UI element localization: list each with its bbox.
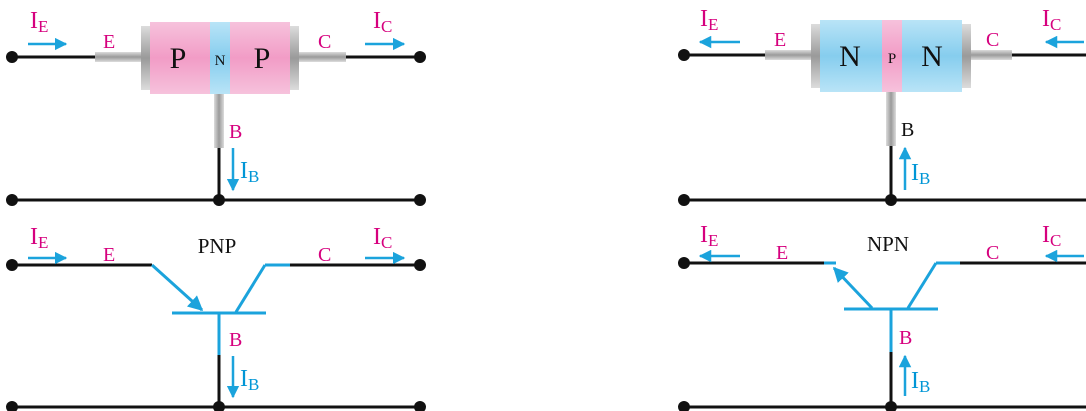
current-label-ic: IC [373,8,392,36]
n-region-mid [210,22,230,94]
region-label-p-left: P [170,42,187,75]
terminal-dot [414,401,426,411]
current-label-ib: IB [240,366,259,394]
collector-label: C [986,29,999,51]
region-label-n-left: N [839,40,861,73]
emitter-leg [150,263,204,312]
collector-label: C [318,244,331,266]
region-label-n-right: N [921,40,943,73]
collector-label: C [318,31,331,53]
collector-label: C [986,242,999,264]
base-label: B [229,121,242,143]
end-cap-right [962,24,971,88]
emitter-label: E [103,31,115,53]
current-label-ib: IB [911,368,930,396]
current-label-ic: IC [373,224,392,252]
npn-symbol-circuit: NPN IE E C IC B IB [678,222,1086,411]
emitter-label: E [774,29,786,51]
end-cap-left [141,26,150,90]
current-label-ib: IB [240,158,259,186]
terminal-dot [678,401,690,411]
n-region-right [902,20,962,92]
junction-dot [885,194,897,206]
region-label-p-mid: P [888,51,896,67]
base-label: B [229,329,242,351]
emitter-leg [832,266,874,310]
collector-leg [234,264,267,313]
p-region-right [230,22,290,94]
terminal-dot [414,259,426,271]
collector-leg [906,262,938,309]
terminal-dot [6,401,18,411]
p-region-mid [882,20,902,92]
current-label-ie: IE [700,6,718,34]
terminal-dot [678,257,690,269]
terminal-dot [6,194,18,206]
terminal-dot [678,49,690,61]
junction-dot [213,401,225,411]
junction-dot [885,401,897,411]
junction-dot [213,194,225,206]
collector-lead [962,50,1012,60]
current-label-ie: IE [30,224,48,252]
npn-block-circuit: N P N IE E C IC B IB [678,6,1086,206]
end-cap-right [290,26,299,90]
emitter-lead [765,50,820,60]
base-lead [214,92,224,148]
symbol-title: PNP [198,234,237,258]
region-label-n-mid: N [215,53,226,69]
terminal-dot [6,51,18,63]
current-label-ie: IE [700,222,718,250]
current-label-ie: IE [30,8,48,36]
pnp-symbol-circuit: PNP IE E C IC B IB [6,224,426,411]
emitter-lead [95,52,150,62]
terminal-dot [414,194,426,206]
terminal-dot [414,51,426,63]
current-label-ic: IC [1042,6,1061,34]
region-label-p-right: P [254,42,271,75]
base-label: B [899,327,912,349]
current-label-ib: IB [911,160,930,188]
pnp-block-circuit: P N P IE E C IC B IB [6,8,426,206]
collector-lead [292,52,346,62]
current-label-ic: IC [1042,222,1061,250]
base-label: B [901,119,914,141]
emitter-label: E [776,242,788,264]
symbol-title: NPN [867,232,909,256]
terminal-dot [6,259,18,271]
n-region-left [820,20,882,92]
base-lead [886,90,896,146]
emitter-label: E [103,244,115,266]
end-cap-left [811,24,820,88]
p-region-left [150,22,210,94]
terminal-dot [678,194,690,206]
